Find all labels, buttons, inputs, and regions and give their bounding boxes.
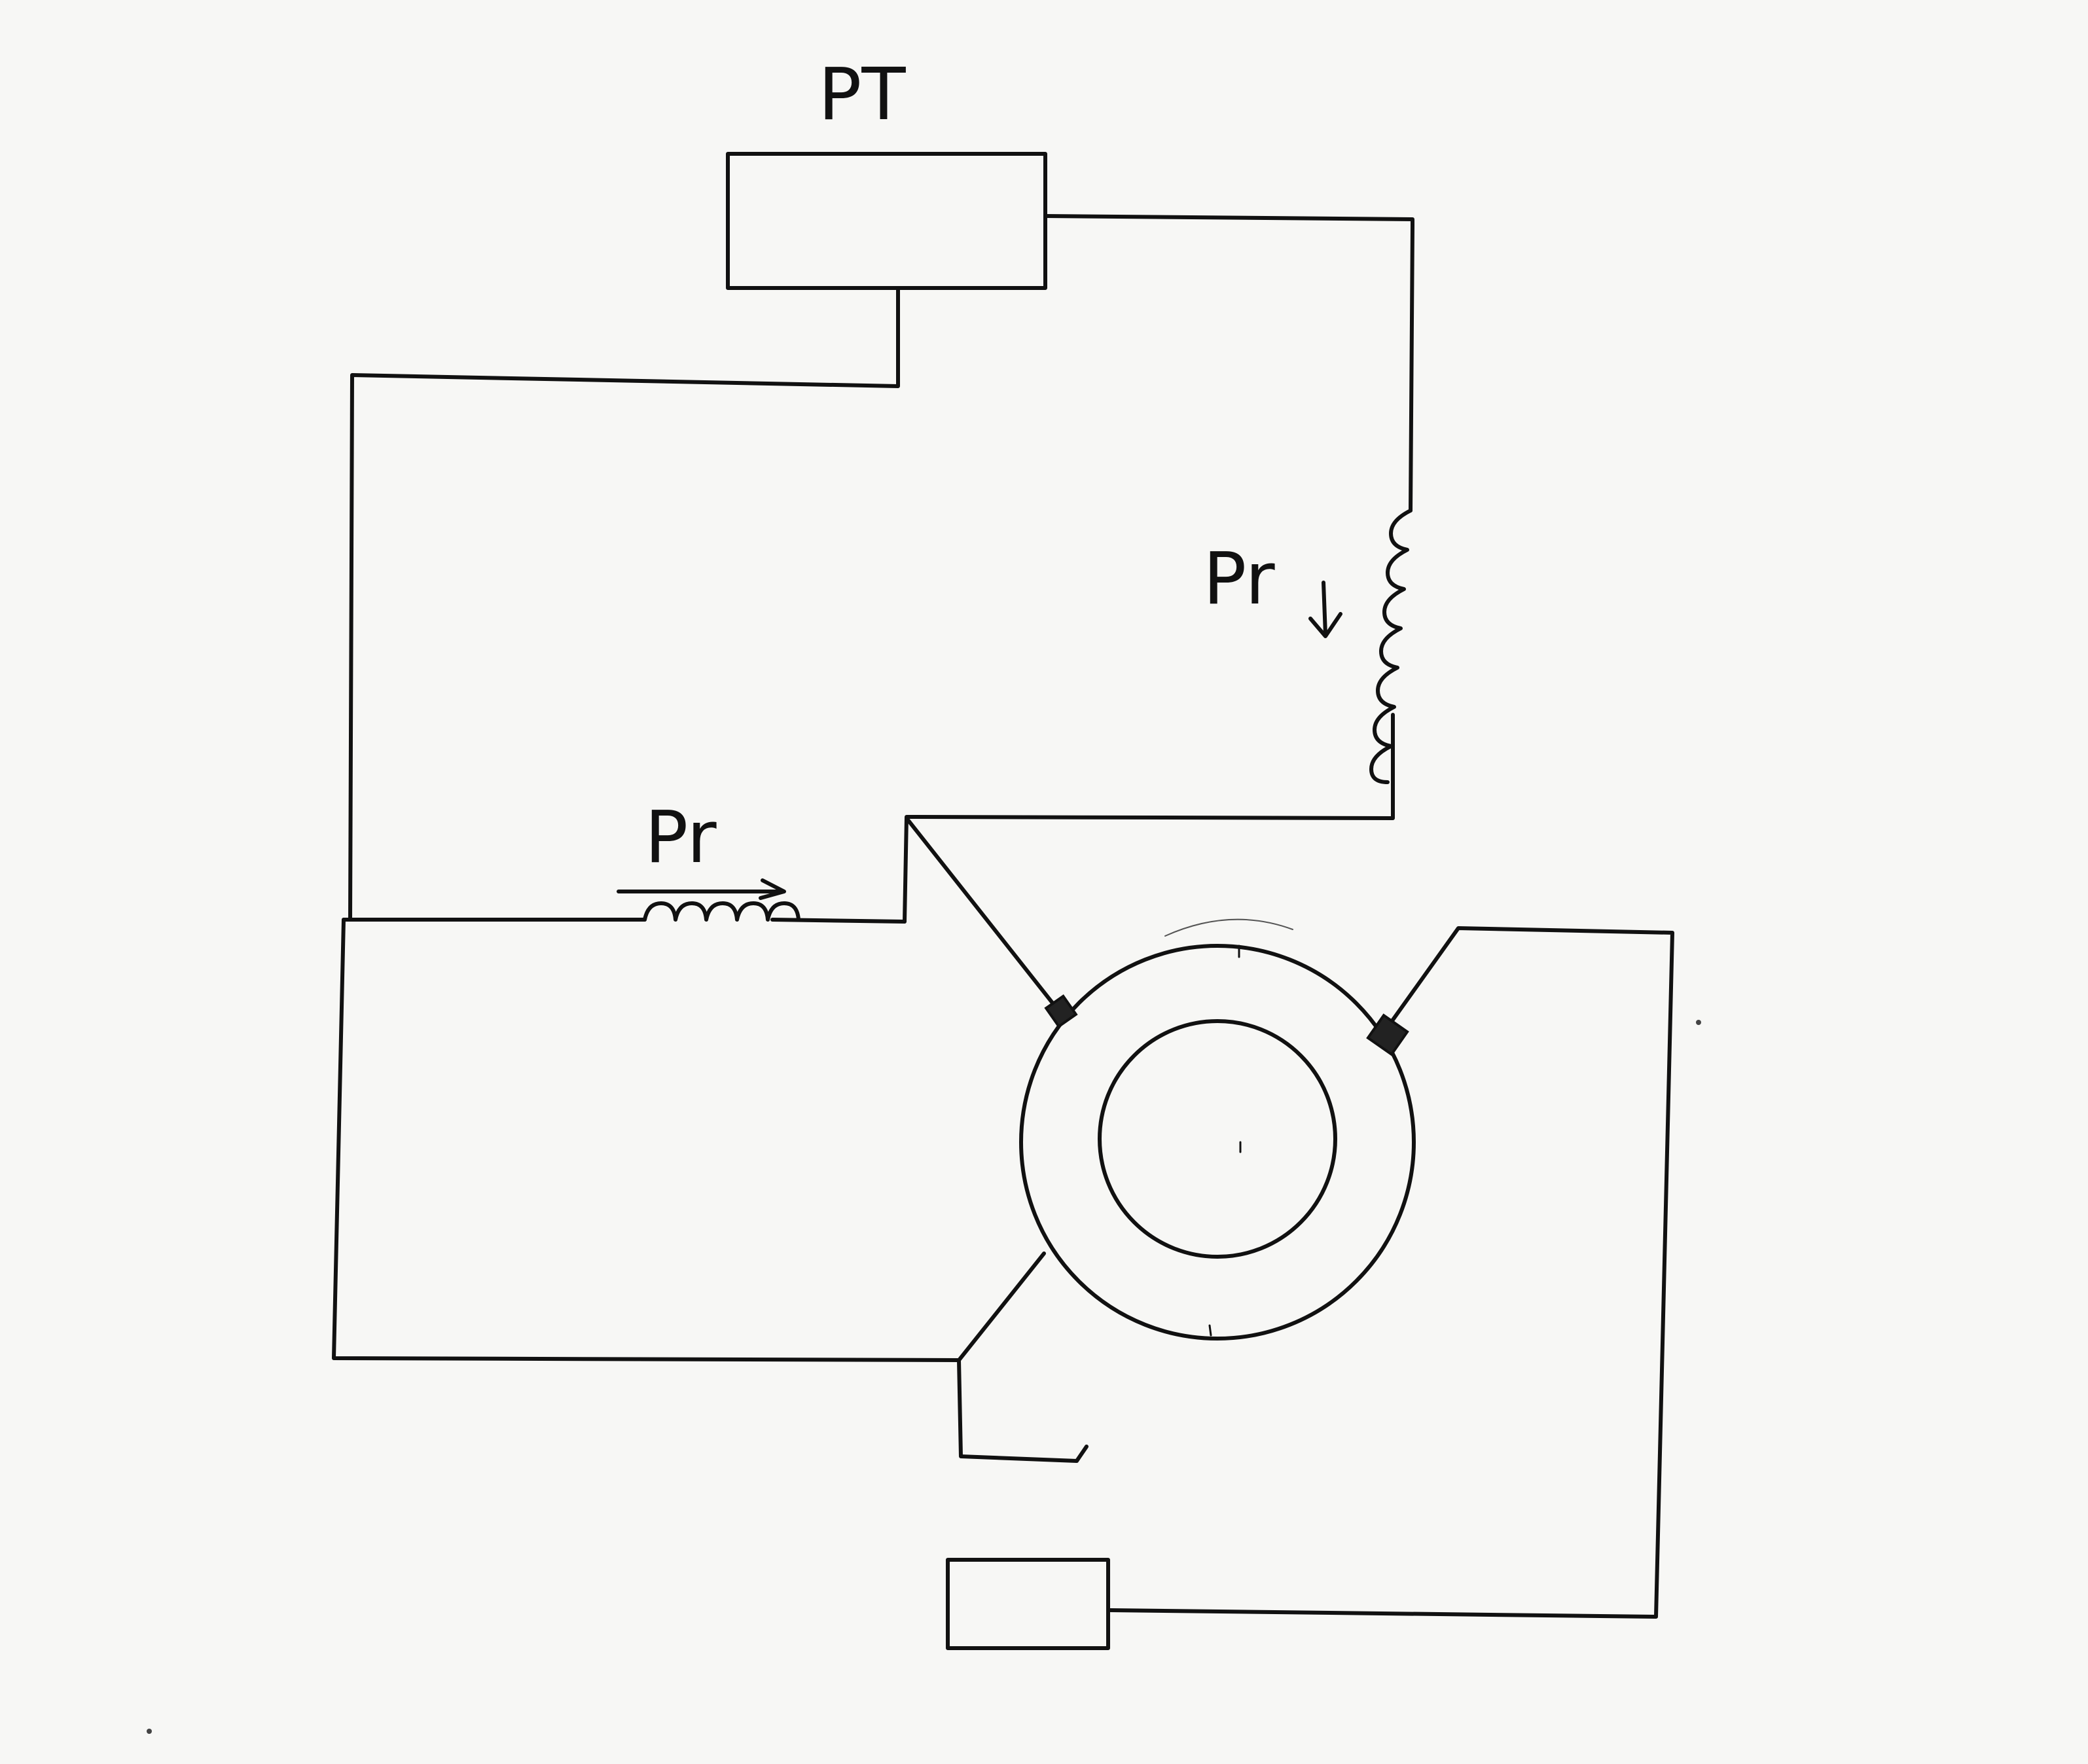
rotor-ring [1098,1019,1337,1259]
pr-horizontal-label: Pr [645,795,717,879]
speck [147,1729,152,1734]
bottom-box [946,1558,1110,1650]
arrow-down [1308,581,1342,638]
wire-bottom-left [332,918,961,1362]
switch-stub [957,1358,1089,1463]
pt-label: PT [818,52,906,136]
wire-coil-to-junction [903,713,1395,924]
wire-pt-right [1043,214,1414,228]
wire-brush-right [1107,926,1674,1619]
inductor-right [1369,509,1413,784]
ring-arc-mark [1164,918,1293,937]
wire-brush-left [905,816,1064,1017]
wire-right-vertical [1409,224,1414,513]
brush-left [1044,994,1078,1028]
wire-pt-left [348,286,900,922]
inductor-left [643,901,801,922]
wire-bottom-diagonal [957,1251,1046,1362]
pr-vertical-label: Pr [1203,537,1275,621]
arrow-right [617,878,786,900]
speck [1696,1020,1701,1025]
ring-tick-bottom [1208,1324,1212,1337]
pt-box [726,152,1047,290]
stator-ring [1019,944,1416,1341]
brush-right [1366,1013,1409,1056]
wire-left-horizontal-2 [770,918,907,924]
